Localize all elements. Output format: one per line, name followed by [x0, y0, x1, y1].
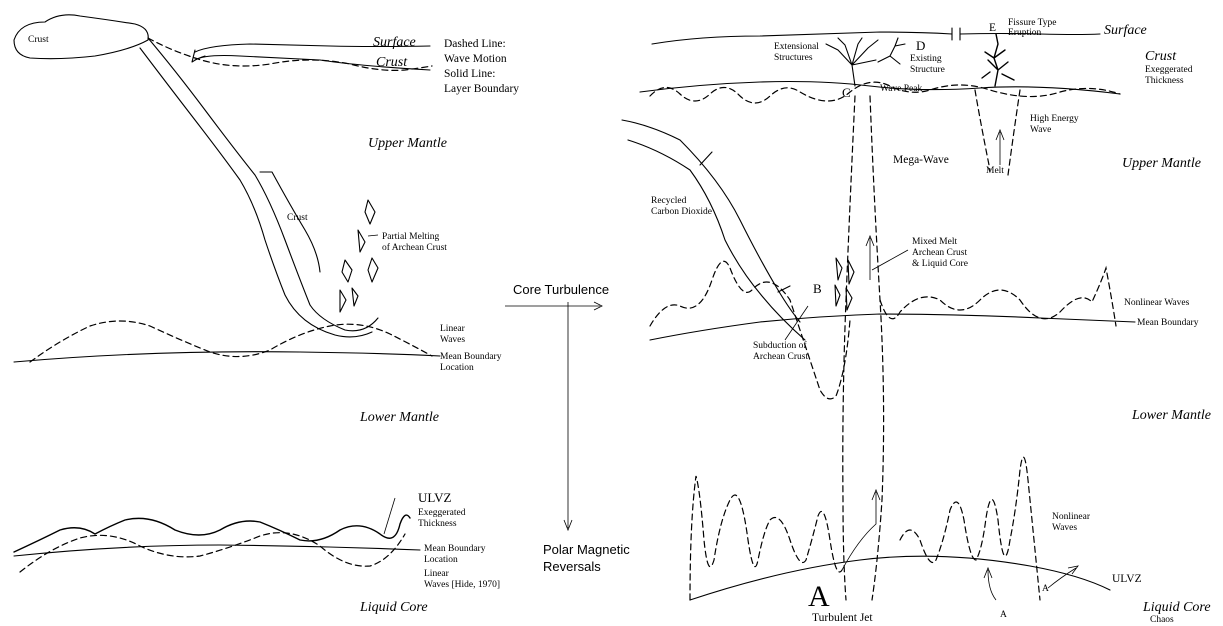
right-surface-gap-ticks — [952, 28, 960, 40]
legend-line-3: Solid Line: — [444, 68, 495, 81]
legend-line-1: Dashed Line: — [444, 38, 506, 51]
mean-boundary-b-line1: Mean Boundary — [424, 544, 485, 555]
right-lower-mantle-label: Lower Mantle — [1132, 408, 1211, 424]
right-crust-label: Crust — [1145, 49, 1176, 65]
left-ulvz-leader — [384, 498, 395, 534]
existing-structure — [878, 38, 905, 64]
right-mean-boundary — [650, 314, 1135, 340]
left-slab-outer — [148, 38, 378, 331]
mega-wave-left — [843, 96, 855, 600]
mixed-melt-line3: & Liquid Core — [912, 259, 968, 270]
legend-line-4: Layer Boundary — [444, 83, 519, 96]
existing-line2: Structure — [910, 65, 945, 76]
right-slab-outer — [622, 120, 800, 322]
partial-melting-line1: Partial Melting — [382, 232, 439, 243]
core-turbulence-arrow — [505, 302, 602, 310]
label-a-small-1: A — [1000, 610, 1007, 621]
label-b: B — [813, 282, 822, 297]
right-surface-label: Surface — [1104, 23, 1147, 39]
mean-boundary-b-line2: Location — [424, 555, 458, 566]
left-upper-mantle-label: Upper Mantle — [368, 136, 447, 152]
fissure-line2: Eruption — [1008, 28, 1041, 39]
fissure-eruption — [982, 34, 1014, 86]
left-core-boundary — [14, 545, 420, 556]
right-upper-mantle-label: Upper Mantle — [1122, 156, 1201, 172]
crust-note-line2: Thickness — [1145, 76, 1184, 87]
mean-boundary-line2: Location — [440, 363, 474, 374]
left-surface-label: Surface — [373, 35, 416, 51]
recycled-line2: Carbon Dioxide — [651, 207, 712, 218]
small-jet-arrow-2 — [1048, 566, 1078, 588]
polar-reversal-arrow — [564, 302, 572, 530]
mixed-melt-arrow — [866, 236, 908, 280]
mixed-melt-line1: Mixed Melt — [912, 237, 957, 248]
subduction-line1: Subduction of — [753, 341, 807, 352]
legend-line-2: Wave Motion — [444, 53, 507, 66]
left-mean-boundary — [14, 352, 440, 362]
linear-waves-line1: Linear — [440, 324, 465, 335]
wave-peak-label: Wave Peak — [880, 84, 922, 95]
left-ulvz-solid — [14, 515, 410, 552]
partial-melting-line2: of Archean Crust — [382, 243, 447, 254]
label-a-small-2: A — [1042, 584, 1049, 595]
right-slab-inner — [628, 140, 805, 340]
mean-boundary-line1: Mean Boundary — [440, 352, 501, 363]
melt-arrow — [996, 130, 1004, 165]
left-ulvz-label: ULVZ — [418, 491, 451, 506]
subduction-leader — [785, 306, 808, 340]
mega-wave-label: Mega-Wave — [893, 154, 949, 167]
left-core-waves — [20, 533, 405, 572]
linear-b-line2: Waves [Hide, 1970] — [424, 580, 500, 591]
left-liquid-core-label: Liquid Core — [360, 600, 428, 616]
label-e: E — [989, 22, 996, 35]
chaos-label: Chaos — [1150, 615, 1174, 626]
crust-note-line1: Exeggerated — [1145, 65, 1192, 76]
left-crust-top-label: Crust — [28, 35, 49, 46]
nonlinear-b-line2: Waves — [1052, 523, 1077, 534]
small-jet-arrow-1 — [984, 568, 996, 600]
high-energy-wave — [975, 90, 1020, 175]
nonlinear-waves-label: Nonlinear Waves — [1124, 298, 1189, 309]
left-melt-shards — [340, 200, 378, 312]
recycled-line1: Recycled — [651, 196, 686, 207]
high-energy-line1: High Energy — [1030, 114, 1079, 125]
right-melt-shards — [835, 258, 854, 310]
linear-waves-line2: Waves — [440, 335, 465, 346]
subduction-line2: Archean Crust — [753, 352, 808, 363]
left-slab-inner — [140, 48, 372, 337]
label-c: C — [842, 86, 851, 101]
turbulent-jet-label: Turbulent Jet — [812, 612, 873, 625]
nonlinear-b-line1: Nonlinear — [1052, 512, 1090, 523]
ulvz-note-line2: Thickness — [418, 519, 457, 530]
polar-reversals-line1: Polar Magnetic — [543, 543, 630, 558]
label-d: D — [916, 39, 925, 54]
existing-line1: Existing — [910, 54, 942, 65]
extensional-line1: Extensional — [774, 42, 819, 53]
right-ulvz-label: ULVZ — [1112, 573, 1142, 586]
left-linear-waves — [30, 321, 432, 362]
mixed-melt-line2: Archean Crust — [912, 248, 967, 259]
linear-b-line1: Linear — [424, 569, 449, 580]
left-melt-leader — [368, 235, 378, 236]
high-energy-line2: Wave — [1030, 125, 1051, 136]
mega-wave-right — [870, 96, 884, 600]
polar-reversals-line2: Reversals — [543, 560, 601, 575]
ulvz-note-line1: Exeggerated — [418, 508, 465, 519]
right-mean-boundary-label: Mean Boundary — [1137, 318, 1198, 329]
left-lower-mantle-label: Lower Mantle — [360, 410, 439, 426]
right-liquid-core-label: Liquid Core — [1143, 600, 1211, 616]
left-crust-label: Crust — [376, 55, 407, 71]
extensional-fracture — [826, 38, 878, 86]
right-slab-section — [700, 152, 790, 292]
core-turbulence-label: Core Turbulence — [513, 283, 609, 298]
melt-label: Melt — [986, 166, 1004, 177]
left-slab-crust-label: Crust — [287, 213, 308, 224]
extensional-line2: Structures — [774, 53, 813, 64]
right-core-chaos-waves — [690, 457, 1040, 600]
label-a-big: A — [808, 580, 830, 615]
